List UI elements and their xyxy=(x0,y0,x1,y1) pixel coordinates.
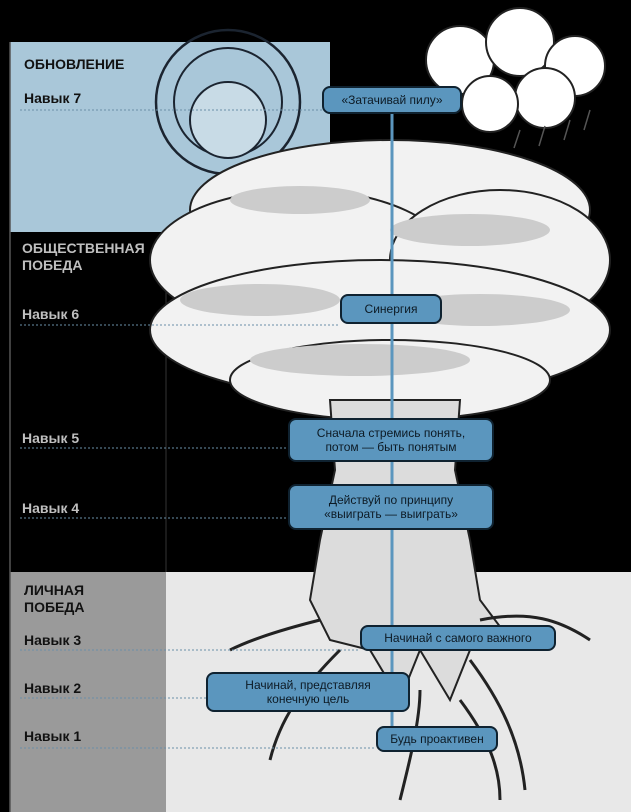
habit-label-2: Навык 2 xyxy=(24,680,82,696)
habit-box-5: Сначала стремись понять, потом — быть по… xyxy=(288,418,494,462)
habit-box-4: Действуй по принципу «выиграть — выиграт… xyxy=(288,484,494,530)
habit-label-4: Навык 4 xyxy=(22,500,80,516)
cloud-icon xyxy=(425,7,606,133)
habit-label-1: Навык 1 xyxy=(24,728,82,744)
rain-icon xyxy=(513,109,591,149)
sun-icon xyxy=(154,28,302,176)
habit-box-2: Начинай, представляя конечную цель xyxy=(206,672,410,712)
private-victory-band xyxy=(10,572,166,812)
habit-box-6: Синергия xyxy=(340,294,442,324)
section-renewal: ОБНОВЛЕНИЕ xyxy=(24,56,125,72)
habit-label-5: Навык 5 xyxy=(22,430,80,446)
habit-box-7: «Затачивай пилу» xyxy=(322,86,462,114)
guide-lines xyxy=(20,109,376,749)
section-private-victory: ЛИЧНАЯ ПОБЕДА xyxy=(24,582,85,615)
habit-label-7: Навык 7 xyxy=(24,90,82,106)
habit-label-6: Навык 6 xyxy=(22,306,80,322)
habit-box-3: Начинай с самого важного xyxy=(360,625,556,651)
tree-canopy xyxy=(149,139,611,421)
section-public-victory: ОБЩЕСТВЕННАЯ ПОБЕДА xyxy=(22,240,145,273)
habit-label-3: Навык 3 xyxy=(24,632,82,648)
habit-box-1: Будь проактивен xyxy=(376,726,498,752)
